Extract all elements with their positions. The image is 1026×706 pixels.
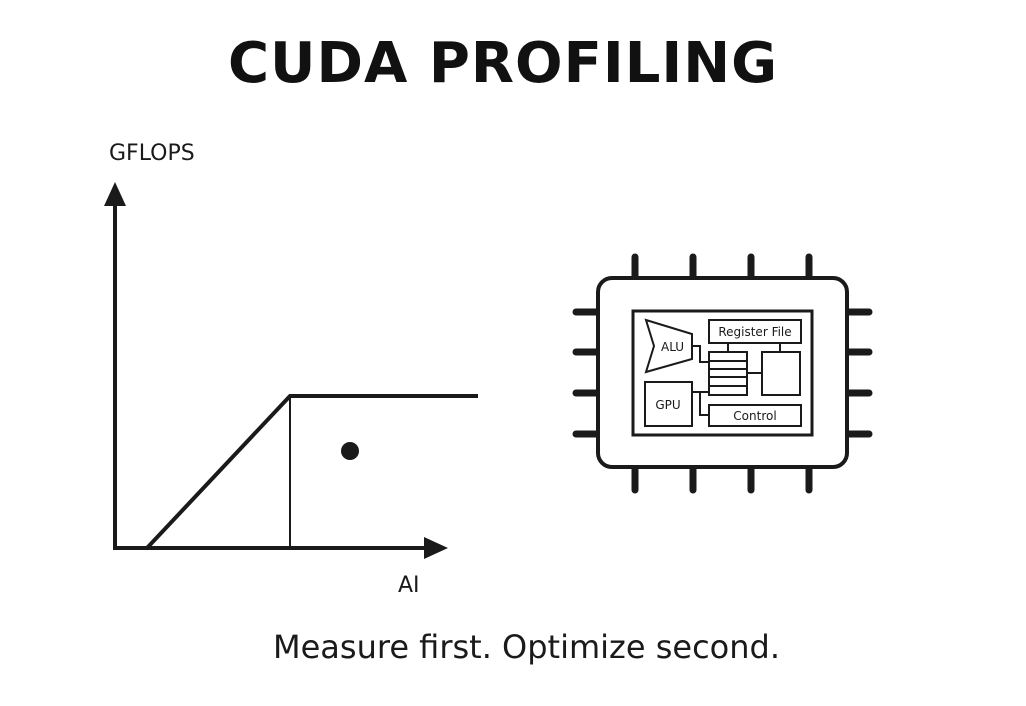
chip-connectors [692, 343, 781, 416]
chip-pins-left [572, 308, 602, 438]
memory-bound-slope [145, 394, 292, 550]
gpu-block [644, 381, 693, 427]
alu-block [644, 318, 693, 374]
chip-pins-top [631, 253, 813, 282]
control-label: Control [733, 409, 776, 423]
x-axis-label: AI [398, 573, 420, 598]
roofline-diagram: GFLOPS AI [104, 141, 478, 598]
register-stack [708, 351, 748, 396]
register-file-block [708, 319, 802, 344]
register-file-label: Register File [718, 325, 791, 339]
alu-label: ALU [661, 340, 684, 354]
tagline: Measure first. Optimize second. [273, 628, 780, 666]
y-axis-arrow-icon [104, 182, 126, 206]
chip-pins-bottom [631, 463, 813, 494]
chip-diagram [572, 253, 873, 494]
chip-pins-right [843, 308, 873, 438]
chip-labels: ALU Register File GPU Control [655, 325, 791, 423]
cache-block [761, 351, 801, 396]
kernel-point [341, 442, 359, 460]
y-axis-label: GFLOPS [109, 141, 195, 166]
gpu-label: GPU [655, 398, 680, 412]
x-axis-arrow-icon [424, 537, 448, 559]
page-title: CUDA PROFILING [227, 31, 779, 96]
